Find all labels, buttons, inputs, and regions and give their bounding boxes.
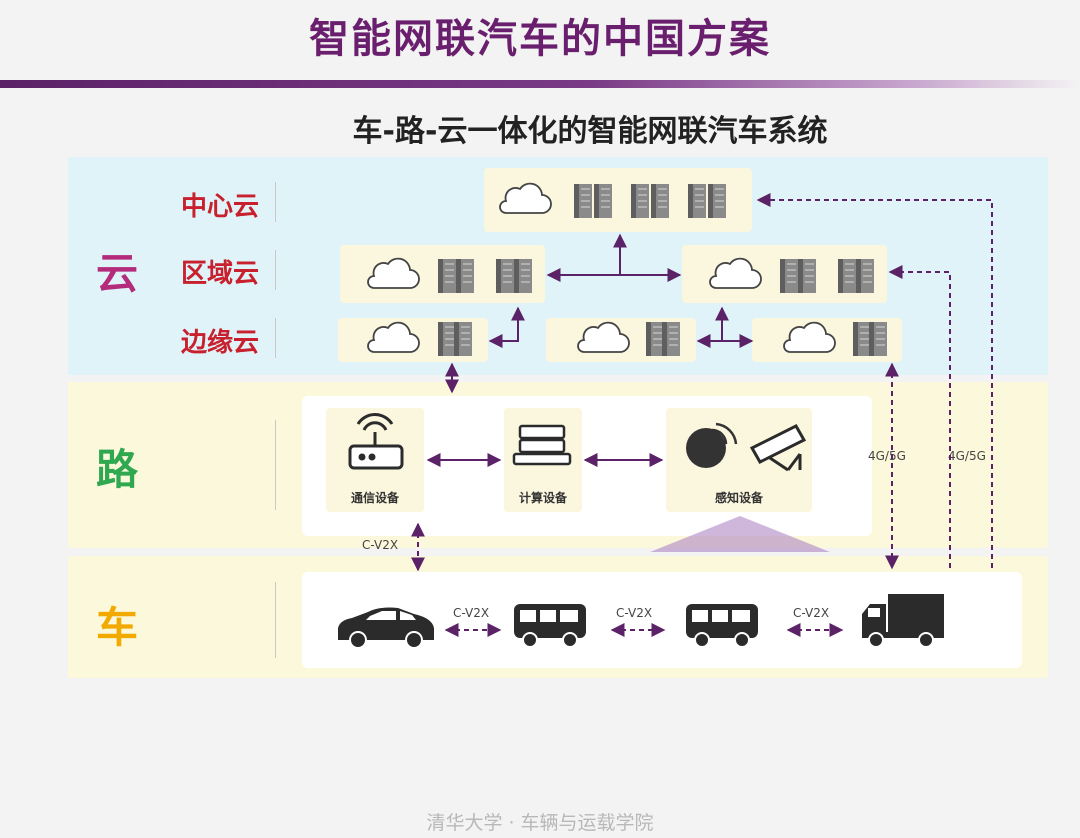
truck-icon <box>862 594 944 648</box>
server-icon <box>593 183 613 219</box>
server-icon <box>837 258 857 294</box>
cv2x-label-v2: C-V2X <box>616 606 653 620</box>
server-icon <box>852 321 872 357</box>
server-icon <box>630 183 650 219</box>
bus-icon <box>513 603 587 648</box>
sense-device-label: 感知设备 <box>714 491 763 505</box>
cloud-icon <box>709 257 762 289</box>
vehicle-layer-label: 车 <box>96 603 139 652</box>
server-icon <box>661 321 681 357</box>
road-layer-label: 路 <box>96 445 139 494</box>
server-icon <box>868 321 888 357</box>
server-icon <box>855 258 875 294</box>
server-icon <box>650 183 670 219</box>
center-cloud-label: 中心云 <box>180 192 259 222</box>
server-icon <box>495 258 515 294</box>
compute-device-icon <box>512 424 572 466</box>
footer: 清华大学 · 车辆与运载学院 <box>426 812 654 834</box>
cv2x-label-v1: C-V2X <box>453 606 490 620</box>
cloud-icon <box>367 321 420 353</box>
server-icon <box>797 258 817 294</box>
server-icon <box>707 183 727 219</box>
cellular-label-2: 4G/5G <box>948 449 986 463</box>
cloud-layer-label: 云 <box>96 249 139 298</box>
server-icon <box>437 258 457 294</box>
server-icon <box>453 321 473 357</box>
cv2x-label-v3: C-V2X <box>793 606 830 620</box>
edge-cloud-label: 边缘云 <box>180 328 259 358</box>
bus-icon <box>685 603 759 648</box>
separator <box>275 182 276 222</box>
compute-device-label: 计算设备 <box>518 491 567 505</box>
cv2x-label-road: C-V2X <box>362 538 399 552</box>
cloud-icon <box>783 321 836 353</box>
cloud-icon <box>577 321 630 353</box>
server-icon <box>573 183 593 219</box>
server-icon <box>455 258 475 294</box>
server-icon <box>437 321 457 357</box>
server-icon <box>513 258 533 294</box>
separator <box>275 318 276 358</box>
server-icon <box>779 258 799 294</box>
camera-icon <box>749 424 807 472</box>
router-icon <box>348 413 404 470</box>
sensing-coverage-cone <box>650 516 830 552</box>
separator <box>275 420 276 510</box>
regional-cloud-label: 区域云 <box>180 259 259 289</box>
diagram-title: 车-路-云一体化的智能网联汽车系统 <box>352 114 828 149</box>
slide-title: 智能网联汽车的中国方案 <box>309 16 771 62</box>
server-icon <box>645 321 665 357</box>
separator <box>275 250 276 290</box>
server-icon <box>687 183 707 219</box>
cloud-icon <box>367 257 420 289</box>
title-rule <box>0 80 1080 88</box>
satellite-dish-icon <box>686 422 738 468</box>
separator <box>275 582 276 658</box>
comm-device-label: 通信设备 <box>350 491 399 505</box>
cloud-icon <box>499 182 552 214</box>
car-icon <box>338 607 434 649</box>
